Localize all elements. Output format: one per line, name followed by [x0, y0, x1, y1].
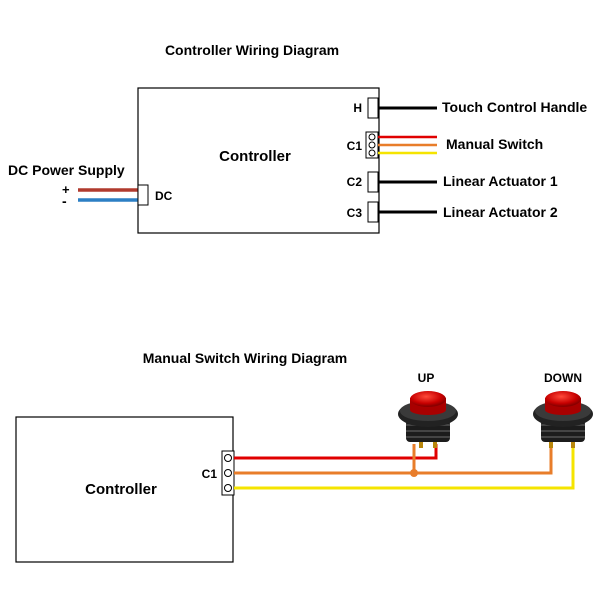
up-push-button-icon — [398, 391, 458, 448]
linear-actuator-2-label: Linear Actuator 2 — [443, 204, 558, 220]
c3-port-label: C3 — [347, 206, 363, 220]
power-plus-sign: + — [62, 182, 70, 197]
bottom-diagram-title: Manual Switch Wiring Diagram — [143, 350, 347, 366]
c1-pin-2 — [368, 141, 376, 149]
dc-port-label: DC — [155, 189, 173, 203]
up-red-wire — [234, 444, 438, 460]
down-push-button-icon — [533, 391, 593, 448]
power-minus-sign: - — [62, 193, 67, 209]
top-diagram-title: Controller Wiring Diagram — [165, 42, 339, 58]
h-port-connector — [367, 97, 379, 119]
manual-switch-label: Manual Switch — [446, 136, 543, 152]
power-supply-label: DC Power Supply — [8, 162, 125, 178]
c1-port-label: C1 — [347, 139, 363, 153]
dc-port-connector — [137, 184, 149, 206]
top-controller-label: Controller — [219, 148, 291, 165]
orange-junction-dot — [410, 469, 418, 477]
linear-actuator-1-label: Linear Actuator 1 — [443, 173, 558, 189]
c3-port-connector — [367, 201, 379, 223]
c1-pin-3 — [368, 149, 376, 157]
c2-port-label: C2 — [347, 175, 363, 189]
c1-pin-1 — [368, 133, 376, 141]
bottom-c1-pin-2 — [224, 469, 232, 477]
bottom-controller-box — [15, 416, 234, 563]
c2-port-connector — [367, 171, 379, 193]
bottom-controller-label: Controller — [85, 481, 157, 498]
up-button-label: UP — [418, 371, 435, 385]
touch-control-handle-label: Touch Control Handle — [442, 99, 587, 115]
h-port-label: H — [353, 101, 362, 115]
bottom-c1-pin-3 — [224, 484, 232, 492]
bottom-c1-pin-1 — [224, 454, 232, 462]
down-yellow-wire — [234, 446, 575, 490]
common-orange-wire — [234, 446, 553, 475]
bottom-c1-label: C1 — [202, 467, 218, 481]
top-controller-box — [137, 87, 380, 234]
down-button-label: DOWN — [544, 371, 582, 385]
